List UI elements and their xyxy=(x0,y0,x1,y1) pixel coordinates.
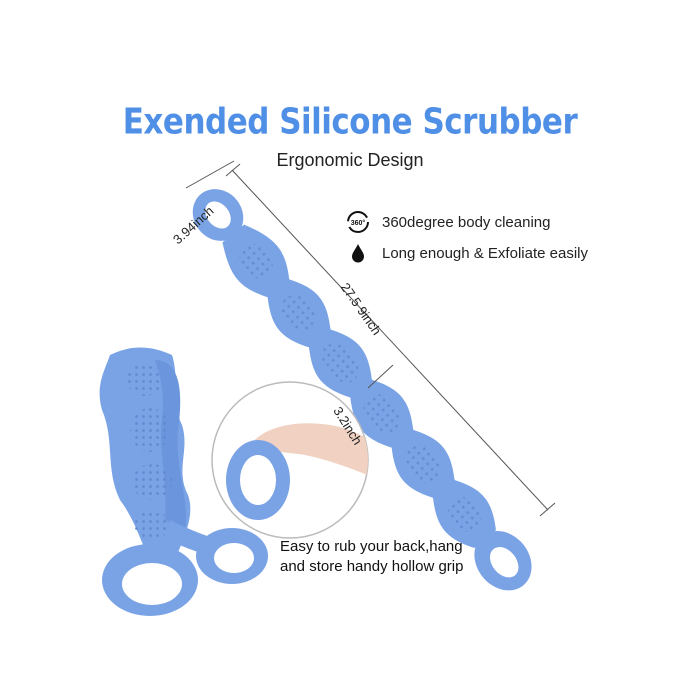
grip-caption: Easy to rub your back,hang and store han… xyxy=(280,537,510,577)
rotate-360-icon: 360° xyxy=(346,210,370,234)
caption-line-1: Easy to rub your back,hang xyxy=(280,538,463,555)
feature-360-cleaning: 360° 360degree body cleaning xyxy=(346,210,550,234)
subtitle: Ergonomic Design xyxy=(276,150,424,170)
grip-inset xyxy=(211,381,369,539)
water-drop-icon xyxy=(346,241,370,265)
page-title: Exended Silicone Scrubber xyxy=(122,101,578,143)
feature-exfoliate: Long enough & Exfoliate easily xyxy=(346,241,588,265)
feature-text: 360degree body cleaning xyxy=(382,213,551,231)
caption-line-2: and store handy hollow grip xyxy=(280,558,464,575)
feature-text: Long enough & Exfoliate easily xyxy=(382,244,588,262)
dimension-lines xyxy=(185,160,556,517)
long-scrubber xyxy=(192,189,532,591)
folded-scrubber xyxy=(99,347,268,616)
rotate-badge-text: 360° xyxy=(351,219,366,227)
